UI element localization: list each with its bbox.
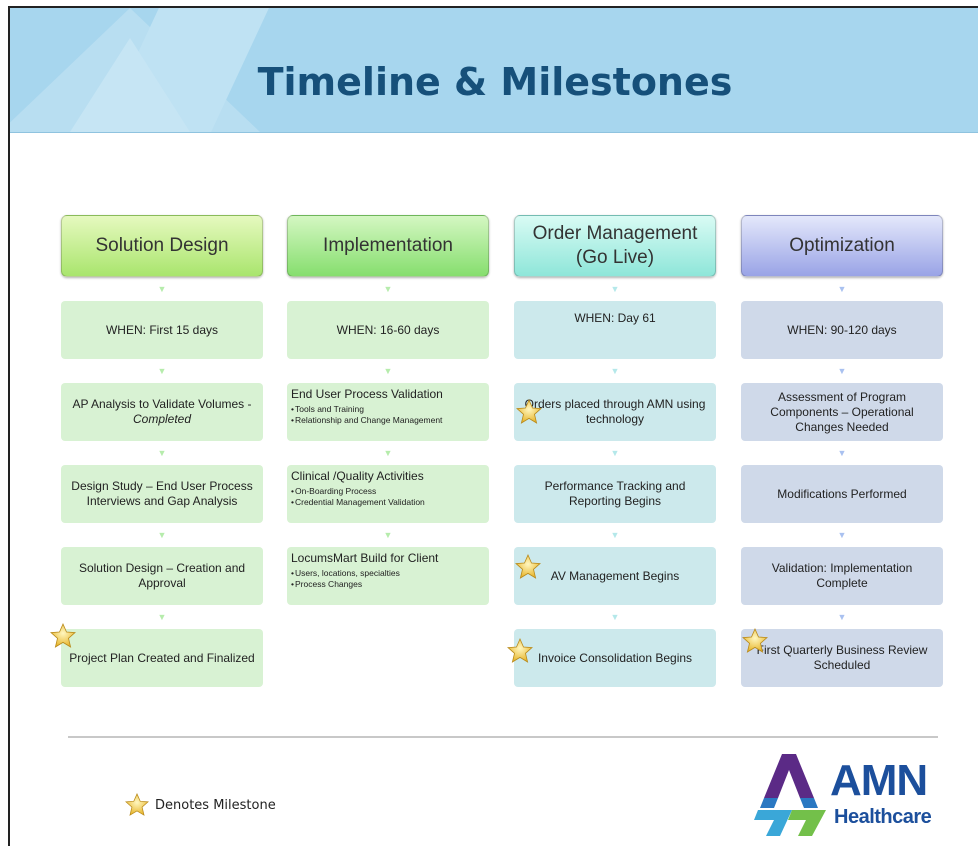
timeline-box: Modifications Performed bbox=[741, 465, 943, 523]
star-icon bbox=[125, 793, 149, 817]
chevron-down-icon: ▼ bbox=[157, 612, 167, 622]
box-title: End User Process Validation bbox=[291, 387, 443, 401]
column-solution-design: Solution Design ▼ WHEN: First 15 days ▼ … bbox=[61, 215, 263, 687]
star-icon bbox=[507, 638, 533, 664]
chevron-down-icon: ▼ bbox=[837, 284, 847, 294]
chevron-down-icon: ▼ bbox=[610, 284, 620, 294]
chevron-down-icon: ▼ bbox=[383, 366, 393, 376]
chevron-down-icon: ▼ bbox=[383, 284, 393, 294]
chevron-down-icon: ▼ bbox=[837, 366, 847, 376]
timeline-box: Assessment of Program Components – Opera… bbox=[741, 383, 943, 441]
legend: Denotes Milestone bbox=[125, 793, 276, 817]
timeline-box: WHEN: 90-120 days bbox=[741, 301, 943, 359]
column-header: Solution Design bbox=[61, 215, 263, 277]
chevron-down-icon: ▼ bbox=[383, 530, 393, 540]
bullet-item: Tools and Training bbox=[291, 404, 442, 415]
bullet-item: Credential Management Validation bbox=[291, 497, 425, 508]
logo-brand: AMN bbox=[830, 756, 928, 805]
chevron-down-icon: ▼ bbox=[610, 366, 620, 376]
timeline-box: Project Plan Created and Finalized bbox=[61, 629, 263, 687]
amn-logo: AMN Healthcare bbox=[752, 752, 942, 842]
timeline-box: Validation: Implementation Complete bbox=[741, 547, 943, 605]
column-header: Implementation bbox=[287, 215, 489, 277]
completed-label: Completed bbox=[132, 412, 192, 426]
timeline-box: Invoice Consolidation Begins bbox=[514, 629, 716, 687]
page-title: Timeline & Milestones bbox=[257, 60, 733, 104]
column-header: Order Management (Go Live) bbox=[514, 215, 716, 277]
box-title: LocumsMart Build for Client bbox=[291, 551, 439, 565]
timeline-box: LocumsMart Build for Client Users, locat… bbox=[287, 547, 489, 605]
header-banner bbox=[10, 8, 978, 133]
timeline-box: WHEN: First 15 days bbox=[61, 301, 263, 359]
chevron-down-icon: ▼ bbox=[157, 284, 167, 294]
star-icon bbox=[50, 623, 76, 649]
chevron-down-icon: ▼ bbox=[610, 530, 620, 540]
divider bbox=[68, 736, 938, 738]
chevron-down-icon: ▼ bbox=[837, 530, 847, 540]
timeline-box: WHEN: Day 61 bbox=[514, 301, 716, 359]
timeline-box: Performance Tracking and Reporting Begin… bbox=[514, 465, 716, 523]
box-title: Clinical /Quality Activities bbox=[291, 469, 424, 483]
column-order-management: Order Management (Go Live) ▼ WHEN: Day 6… bbox=[514, 215, 716, 687]
chevron-down-icon: ▼ bbox=[157, 448, 167, 458]
bullet-item: Process Changes bbox=[291, 579, 400, 590]
timeline-box: First Quarterly Business Review Schedule… bbox=[741, 629, 943, 687]
bullet-item: Relationship and Change Management bbox=[291, 415, 442, 426]
column-optimization: Optimization ▼ WHEN: 90-120 days ▼ Asses… bbox=[741, 215, 943, 687]
chevron-down-icon: ▼ bbox=[610, 448, 620, 458]
chevron-down-icon: ▼ bbox=[837, 612, 847, 622]
chevron-down-icon: ▼ bbox=[610, 612, 620, 622]
star-icon bbox=[515, 554, 541, 580]
logo-mark-icon bbox=[754, 754, 826, 836]
slide: Timeline & Milestones Solution Design ▼ … bbox=[8, 6, 978, 846]
bullet-item: On-Boarding Process bbox=[291, 486, 425, 497]
chevron-down-icon: ▼ bbox=[837, 448, 847, 458]
timeline-box: Orders placed through AMN using technolo… bbox=[514, 383, 716, 441]
timeline-box: Design Study – End User Process Intervie… bbox=[61, 465, 263, 523]
chevron-down-icon: ▼ bbox=[157, 530, 167, 540]
chevron-down-icon: ▼ bbox=[383, 448, 393, 458]
timeline-box: AV Management Begins bbox=[514, 547, 716, 605]
timeline-box: AP Analysis to Validate Volumes - Comple… bbox=[61, 383, 263, 441]
legend-label: Denotes Milestone bbox=[155, 797, 276, 813]
timeline-box: Solution Design – Creation and Approval bbox=[61, 547, 263, 605]
box-text: AP Analysis to Validate Volumes - bbox=[72, 397, 252, 411]
logo-sub: Healthcare bbox=[834, 806, 932, 828]
timeline-box: End User Process Validation Tools and Tr… bbox=[287, 383, 489, 441]
bullet-item: Users, locations, specialties bbox=[291, 568, 400, 579]
column-header: Optimization bbox=[741, 215, 943, 277]
star-icon bbox=[742, 628, 768, 654]
chevron-down-icon: ▼ bbox=[157, 366, 167, 376]
timeline-box: WHEN: 16-60 days bbox=[287, 301, 489, 359]
timeline-box: Clinical /Quality Activities On-Boarding… bbox=[287, 465, 489, 523]
star-icon bbox=[516, 399, 542, 425]
column-implementation: Implementation ▼ WHEN: 16-60 days ▼ End … bbox=[287, 215, 489, 605]
